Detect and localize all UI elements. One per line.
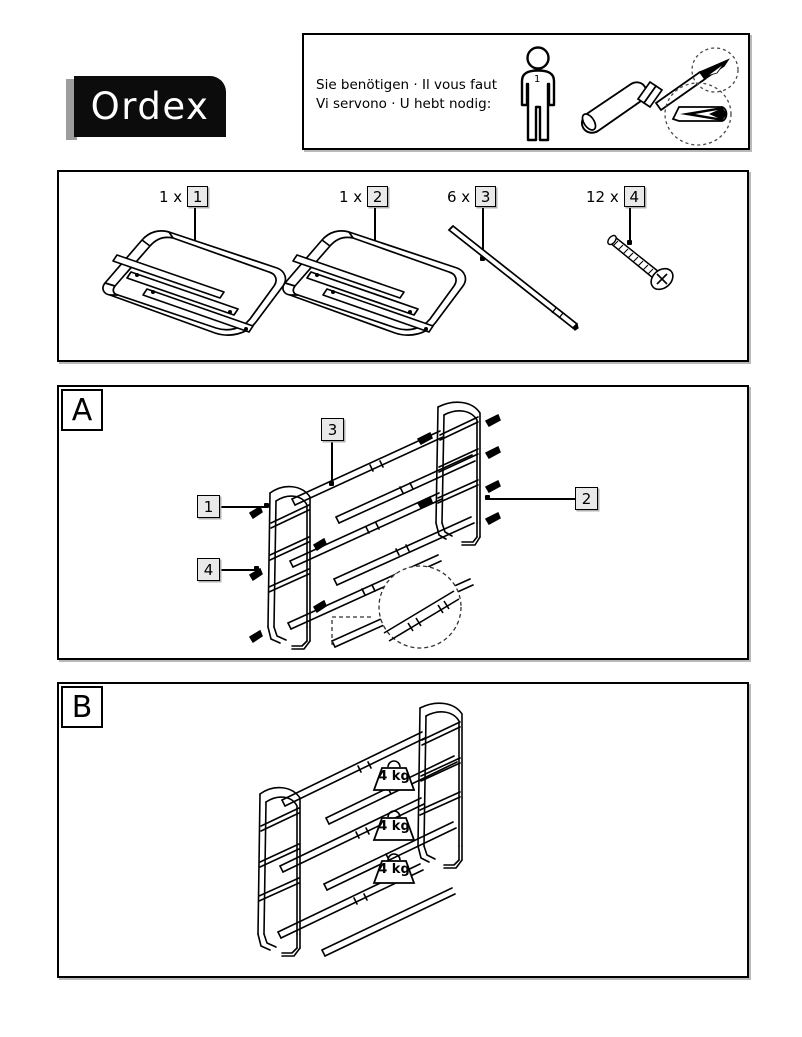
requirements-panel: Sie benötigen · Il vous faut Vi servono … xyxy=(302,33,750,150)
callout-3: 3 xyxy=(321,418,344,441)
part-qty-1: 1 x xyxy=(159,187,183,206)
part-label-2: 1 x 2 xyxy=(339,186,389,207)
callout-4: 4 xyxy=(197,558,220,581)
part-leader-dot-4 xyxy=(627,240,632,245)
part-qty-4: 12 x xyxy=(586,187,619,206)
part-qty-3: 6 x xyxy=(447,187,471,206)
logo-wordmark: Ordex xyxy=(90,85,210,128)
part-number-2: 2 xyxy=(367,186,389,207)
parts-list-panel: 1 x 1 xyxy=(57,170,749,362)
side-frame-panel-right xyxy=(277,220,477,350)
tube-rod xyxy=(444,224,584,334)
part-leader-1 xyxy=(194,208,196,253)
callout-2: 2 xyxy=(575,487,598,510)
logo-accent-bar xyxy=(66,79,77,140)
requirements-line-2: Vi servono · U hebt nodig: xyxy=(316,96,492,112)
logo-plate xyxy=(74,76,226,137)
phillips-screw xyxy=(599,232,689,302)
load-label-middle: 4 kg xyxy=(368,810,420,842)
callout-dot-3 xyxy=(329,481,334,486)
part-number-4: 4 xyxy=(623,186,645,207)
part-label-3: 6 x 3 xyxy=(447,186,497,207)
load-label-bottom-text: 4 kg xyxy=(378,862,410,877)
callout-line-3 xyxy=(331,441,333,483)
callout-1: 1 xyxy=(197,495,220,518)
requirements-line-1: Sie benötigen · Il vous faut xyxy=(316,77,497,93)
part-leader-dot-3 xyxy=(480,256,485,261)
callout-dot-2 xyxy=(485,495,490,500)
callout-line-2 xyxy=(488,498,576,500)
callout-dot-1 xyxy=(264,503,269,508)
part-number-1: 1 xyxy=(187,186,209,207)
phillips-screwdriver-icon xyxy=(576,41,748,149)
person-count-label: 1 xyxy=(534,74,541,85)
brand-logo: Ordex xyxy=(66,76,226,140)
part-label-4: 12 x 4 xyxy=(586,186,645,207)
side-frame-panel-left xyxy=(97,220,297,350)
step-tag-b-front: B xyxy=(61,686,103,728)
part-qty-2: 1 x xyxy=(339,187,363,206)
load-label-middle-text: 4 kg xyxy=(378,819,410,834)
step-a-assembly-drawing xyxy=(240,395,580,655)
part-leader-2 xyxy=(374,208,376,253)
load-label-top-text: 4 kg xyxy=(378,769,410,784)
load-label-top: 4 kg xyxy=(368,760,420,792)
part-label-1: 1 x 1 xyxy=(159,186,209,207)
person-pictogram-icon: 1 xyxy=(508,45,568,145)
step-tag-a-front: A xyxy=(61,389,103,431)
load-label-bottom: 4 kg xyxy=(368,853,420,885)
part-leader-4 xyxy=(629,208,631,242)
part-leader-3 xyxy=(482,208,484,258)
requirements-text: Sie benötigen · Il vous faut Vi servono … xyxy=(316,76,497,114)
callout-dot-4 xyxy=(254,566,259,571)
part-number-3: 3 xyxy=(475,186,497,207)
callout-line-4 xyxy=(220,569,258,571)
callout-line-1 xyxy=(220,506,268,508)
